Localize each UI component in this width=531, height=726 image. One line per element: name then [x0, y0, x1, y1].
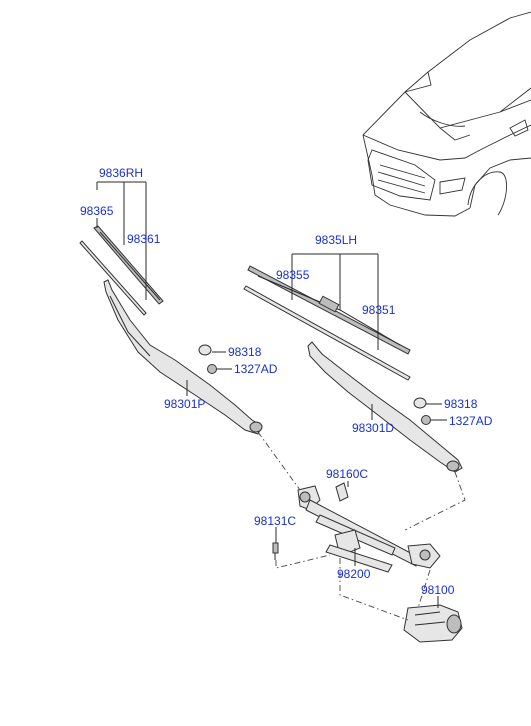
- label-motor[interactable]: 98100: [421, 583, 455, 597]
- nut-passenger-part[interactable]: [207, 364, 217, 374]
- label-blade-rh[interactable]: 98361: [127, 232, 161, 246]
- label-blade-rh-insert[interactable]: 98365: [80, 204, 114, 218]
- motor-part[interactable]: [403, 604, 463, 643]
- label-blade-lh-assy[interactable]: 9835LH: [315, 233, 357, 247]
- label-arm-passenger[interactable]: 98301P: [164, 397, 205, 411]
- label-nut-driver[interactable]: 1327AD: [449, 414, 493, 428]
- blade-lh-part[interactable]: [243, 265, 411, 381]
- part-labels: 9836RH 98365 98361 9835LH 98355 98351 98…: [80, 166, 493, 597]
- label-cover[interactable]: 98160C: [326, 467, 368, 481]
- arm-passenger-part[interactable]: [103, 279, 263, 435]
- linkage-part[interactable]: [297, 485, 441, 573]
- label-blade-rh-assy[interactable]: 9836RH: [99, 166, 143, 180]
- label-cap-passenger[interactable]: 98318: [228, 345, 262, 359]
- nut-driver-part[interactable]: [421, 415, 431, 425]
- label-arm-driver[interactable]: 98301D: [352, 421, 394, 435]
- arm-driver-part[interactable]: [307, 341, 463, 473]
- label-bolt[interactable]: 98131C: [254, 514, 296, 528]
- vehicle-front-illustration: [362, 11, 531, 217]
- cover-part[interactable]: [335, 482, 349, 502]
- cap-driver-part[interactable]: [413, 397, 427, 409]
- label-cap-driver[interactable]: 98318: [444, 397, 478, 411]
- cap-passenger-part[interactable]: [198, 344, 212, 356]
- leader-lines: [96, 181, 447, 608]
- label-blade-lh-insert[interactable]: 98355: [276, 268, 310, 282]
- label-blade-lh[interactable]: 98351: [362, 303, 396, 317]
- label-linkage[interactable]: 98200: [337, 567, 371, 581]
- bolt-part[interactable]: [272, 542, 279, 560]
- label-nut-passenger[interactable]: 1327AD: [234, 362, 278, 376]
